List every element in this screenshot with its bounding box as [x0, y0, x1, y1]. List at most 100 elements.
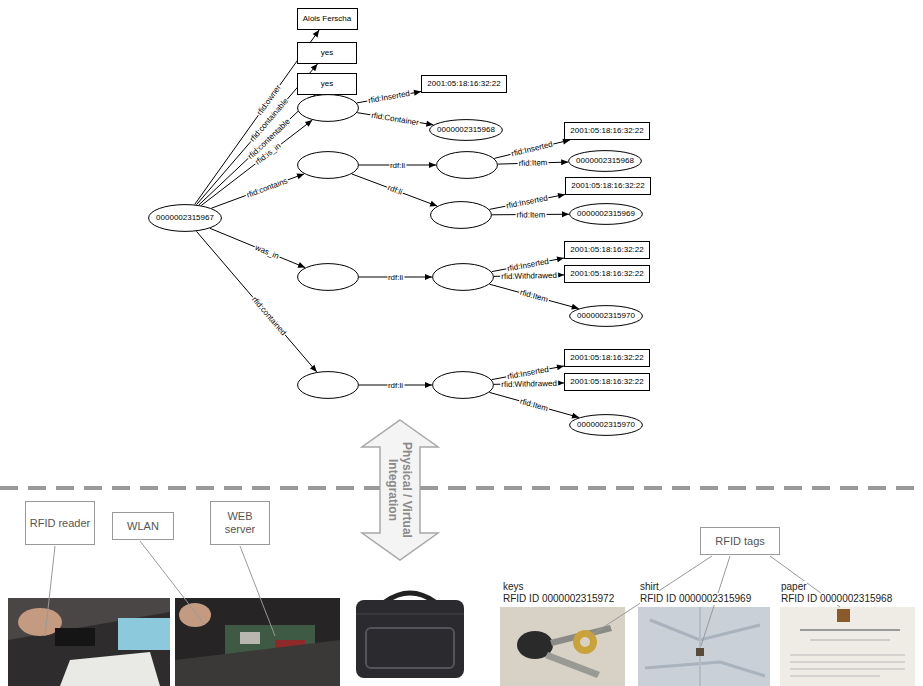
node-text: 0000002315970 [577, 420, 635, 430]
node-text: 2001:05:18:16:32:22 [570, 245, 643, 255]
callout-box: WLAN [112, 512, 174, 540]
ellipse-outline [430, 201, 492, 229]
node-text: Alois Ferscha [303, 14, 351, 24]
ellipse-outline [436, 151, 498, 179]
arrow-line [210, 228, 305, 267]
resource-ellipse [297, 151, 359, 179]
ellipse-shape [431, 202, 492, 229]
integration-label: Physical / Virtual Integration [386, 430, 414, 550]
edge-label: rdf:li [385, 183, 404, 197]
arrow-line [489, 392, 579, 417]
edge-label: rfid:Item [518, 288, 550, 305]
arrow-head [305, 120, 312, 127]
callout-text: WEB server [214, 510, 266, 536]
photo-shirt [638, 607, 770, 686]
double-arrow [362, 420, 438, 560]
ellipse-shape [298, 152, 359, 179]
ellipse-outline [297, 94, 359, 122]
ellipse-outline [432, 371, 494, 399]
photo-caption: paper [781, 581, 807, 593]
arrow-line [211, 174, 304, 208]
ellipse-shape [433, 372, 494, 399]
resource-ellipse [436, 151, 498, 179]
node-text: 0000002315969 [577, 209, 635, 219]
arrow-head [557, 380, 564, 386]
resource-ellipse: 0000002315970 [569, 414, 643, 436]
arrow-head [311, 64, 318, 71]
rfid-tag [837, 609, 850, 622]
node-text: yes [321, 48, 333, 58]
resource-ellipse: 0000002315968 [568, 150, 642, 172]
reader-device [55, 628, 95, 646]
property-arrow [490, 284, 579, 309]
photo-ground [8, 598, 170, 686]
ellipse-outline [432, 263, 494, 291]
bag-pocket [366, 628, 454, 668]
photo-caption: RFID ID 0000002315968 [781, 593, 892, 605]
literal-box: 2001:05:18:16:32:22 [564, 241, 650, 259]
arrow-head [571, 304, 579, 310]
node-text: 0000002315968 [437, 125, 495, 135]
node-text: 0000002315970 [577, 311, 635, 321]
node-text: 2001:05:18:16:32:22 [570, 126, 643, 136]
property-arrow [494, 139, 570, 159]
callout-text: WLAN [127, 520, 159, 533]
leader-line [140, 541, 205, 625]
text-line [790, 669, 905, 670]
resource-ellipse: 0000002315969 [569, 203, 643, 225]
arrow-head [558, 193, 565, 199]
literal-box: Alois Ferscha [297, 8, 358, 30]
ellipse-shape [433, 264, 494, 291]
photo-ground [500, 607, 625, 686]
bag-body [356, 600, 464, 678]
photo-caption: shirt [640, 581, 659, 593]
resource-ellipse [432, 371, 494, 399]
shirt-fold [645, 662, 765, 676]
ellipse-shape [149, 205, 222, 232]
ellipse-shape [430, 120, 503, 141]
arrow-head [296, 174, 304, 180]
ellipse-shape [569, 151, 642, 172]
cloth [118, 618, 170, 650]
leader-lines [45, 541, 840, 646]
bag-seam [356, 614, 464, 615]
node-text: 2001:05:18:16:32:22 [570, 353, 643, 363]
ellipse-shape [570, 204, 643, 225]
resource-ellipse [297, 94, 359, 122]
resource-ellipse [432, 263, 494, 291]
edge-label: rfid:contained [249, 294, 288, 338]
arrow-head [430, 201, 438, 207]
resource-ellipse: 0000002315970 [569, 305, 643, 327]
photo-ground [638, 607, 770, 686]
edge-label: was_in [253, 243, 281, 262]
paper-sheet [60, 652, 160, 686]
literal-box: 2001:05:18:16:32:22 [565, 177, 651, 195]
photo-bag [356, 593, 464, 678]
literal-box: 2001:05:18:16:32:22 [421, 75, 507, 93]
arrow-head [561, 159, 568, 165]
ellipse-outline [297, 371, 359, 399]
property-arrow [196, 231, 316, 372]
bag-edge [175, 640, 340, 686]
node-text: 2001:05:18:16:32:22 [570, 269, 643, 279]
arrow-head [297, 262, 305, 268]
arrow-head [425, 274, 432, 280]
arrow-head [557, 256, 564, 262]
resource-ellipse: 0000002315968 [429, 119, 503, 141]
ellipse-outline [297, 263, 359, 291]
edge-label: rdf:li [389, 161, 406, 170]
photo-server [175, 598, 340, 686]
edge-label: rfid:Item [518, 396, 550, 413]
ellipse-shape [298, 264, 359, 291]
arrow-head [572, 413, 580, 419]
resource-ellipse [297, 371, 359, 399]
ellipse-shape [570, 415, 643, 436]
resource-ellipse [430, 201, 492, 229]
edge-label: rfid:Inserted [505, 193, 550, 210]
text-line [790, 655, 905, 656]
tag-hole [580, 637, 590, 647]
shirt-fold [650, 620, 760, 640]
arrow-head [425, 382, 432, 388]
node-text: 2001:05:18:16:32:22 [570, 377, 643, 387]
